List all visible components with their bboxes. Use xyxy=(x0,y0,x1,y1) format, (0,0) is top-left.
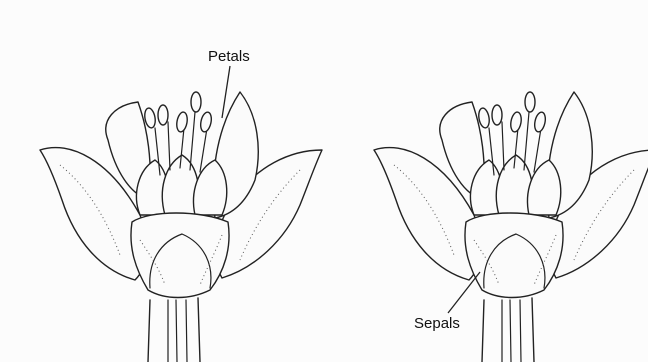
left-flower xyxy=(40,92,322,362)
sepals-label: Sepals xyxy=(414,315,460,332)
petals-label: Petals xyxy=(208,48,250,65)
petals-leader-line xyxy=(222,66,230,118)
